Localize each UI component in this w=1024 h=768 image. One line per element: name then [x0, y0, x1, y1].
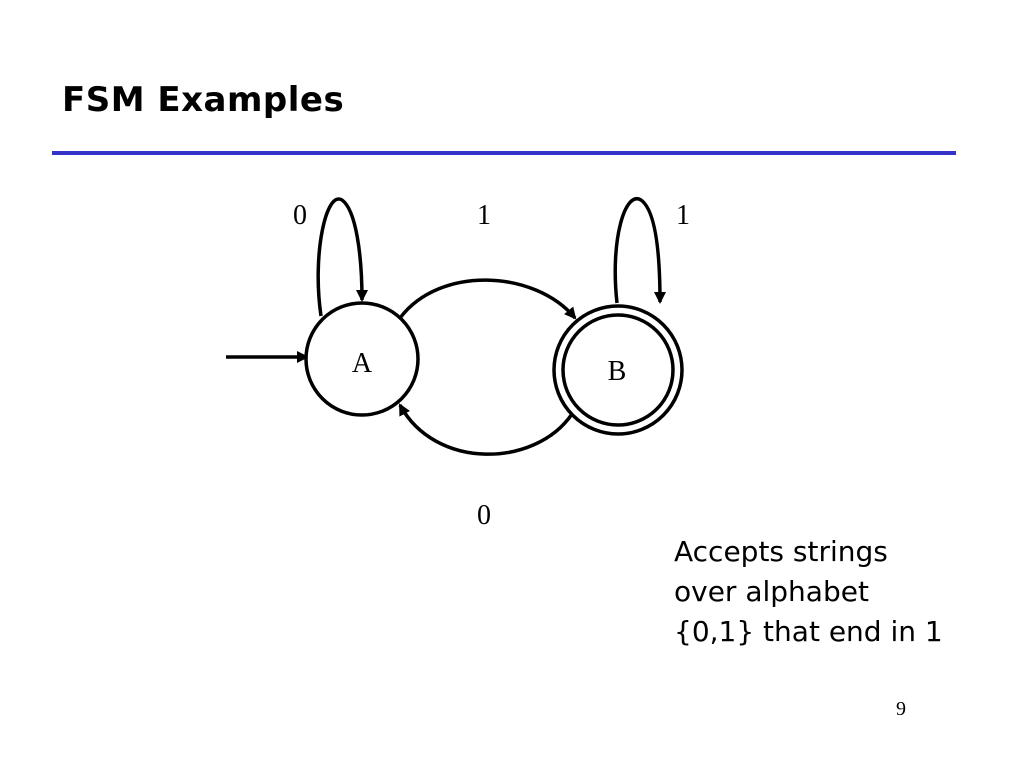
state-b-label: B	[608, 356, 627, 387]
state-b-inner-circle	[561, 313, 675, 427]
state-a-circle	[304, 301, 420, 417]
transition-b-to-b-label: 1	[676, 200, 690, 231]
transition-a-to-b-label: 1	[477, 200, 491, 231]
caption-line: over alphabet	[674, 575, 869, 608]
diagram-caption: Accepts strings over alphabet {0,1} that…	[674, 532, 943, 652]
transition-a-to-a-label: 0	[293, 200, 307, 231]
transition-b-to-a-label: 0	[477, 500, 491, 531]
slide-title: FSM Examples	[62, 80, 345, 120]
caption-line: Accepts strings	[674, 535, 888, 568]
transition-a-to-b-arrow	[398, 278, 577, 320]
transition-b-to-a-arrow	[398, 403, 574, 456]
state-a-label: A	[352, 348, 373, 379]
title-divider	[52, 151, 956, 155]
transition-a-to-a-arrow	[316, 197, 368, 317]
caption-line: {0,1} that end in 1	[674, 615, 943, 648]
page-number: 9	[896, 698, 906, 720]
transition-b-to-b-arrow	[613, 197, 666, 304]
